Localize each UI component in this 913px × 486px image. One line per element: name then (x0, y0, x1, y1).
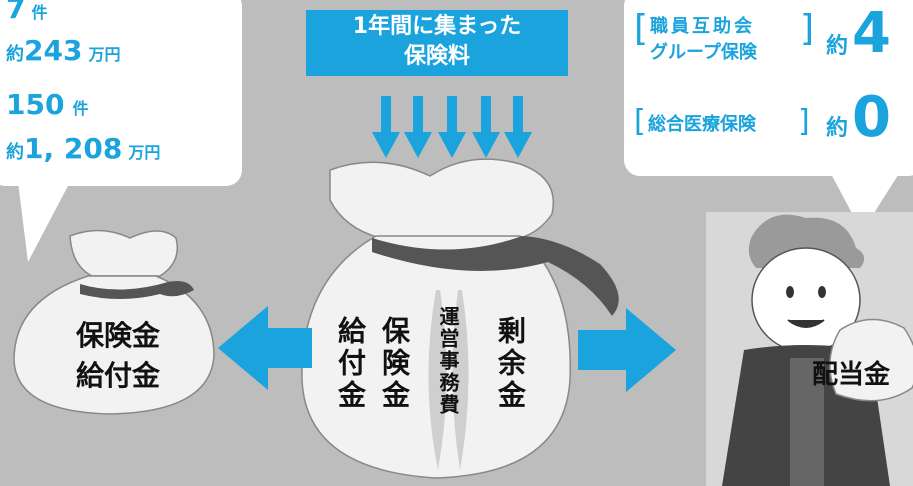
bracket-open-2-icon: [ (634, 104, 646, 139)
benefit-bag-label: 保険金 給付金 (48, 316, 188, 396)
right-callout-bubble (624, 0, 913, 232)
bag-column-benefit: 給付金 (334, 316, 367, 412)
premium-money-bag (301, 158, 619, 479)
left-arrow-icon (218, 306, 312, 390)
medical-insurance-prefix: 約 (826, 116, 849, 141)
bag-column-admin: 運営事務費 (436, 306, 460, 416)
premium-banner (306, 10, 568, 76)
benefit-money-bag (13, 229, 215, 415)
group-insurance-line-2: グループ保険 (650, 42, 757, 63)
premium-banner-text: 1年間に集まった 保険料 (306, 12, 568, 72)
bracket-open-1-icon: [ (634, 8, 649, 49)
down-arrows-icon (372, 96, 532, 158)
dividend-bag-label: 配当金 (812, 360, 891, 390)
banner-line-1: 1年間に集まった (352, 14, 522, 39)
bracket-close-2-icon: ] (798, 104, 810, 139)
group-insurance-value: 4 (852, 1, 891, 66)
medical-insurance-label: 総合医療保険 (648, 114, 756, 135)
benefit-bag-line-2: 給付金 (75, 359, 160, 392)
employee-character (706, 212, 913, 486)
right-arrow-icon (578, 308, 676, 392)
medical-insurance-value: 0 (852, 85, 891, 150)
bag-column-insurance: 保険金 (378, 316, 411, 412)
banner-line-2: 保険料 (403, 44, 470, 69)
left-callout-bubble (0, 0, 242, 262)
group-insurance-line-1: 職員互助会 (650, 16, 755, 37)
benefit-bag-line-1: 保険金 (75, 319, 160, 352)
group-insurance-prefix: 約 (826, 34, 849, 59)
bag-column-surplus: 剰余金 (494, 316, 527, 412)
bracket-close-1-icon: ] (800, 8, 815, 49)
